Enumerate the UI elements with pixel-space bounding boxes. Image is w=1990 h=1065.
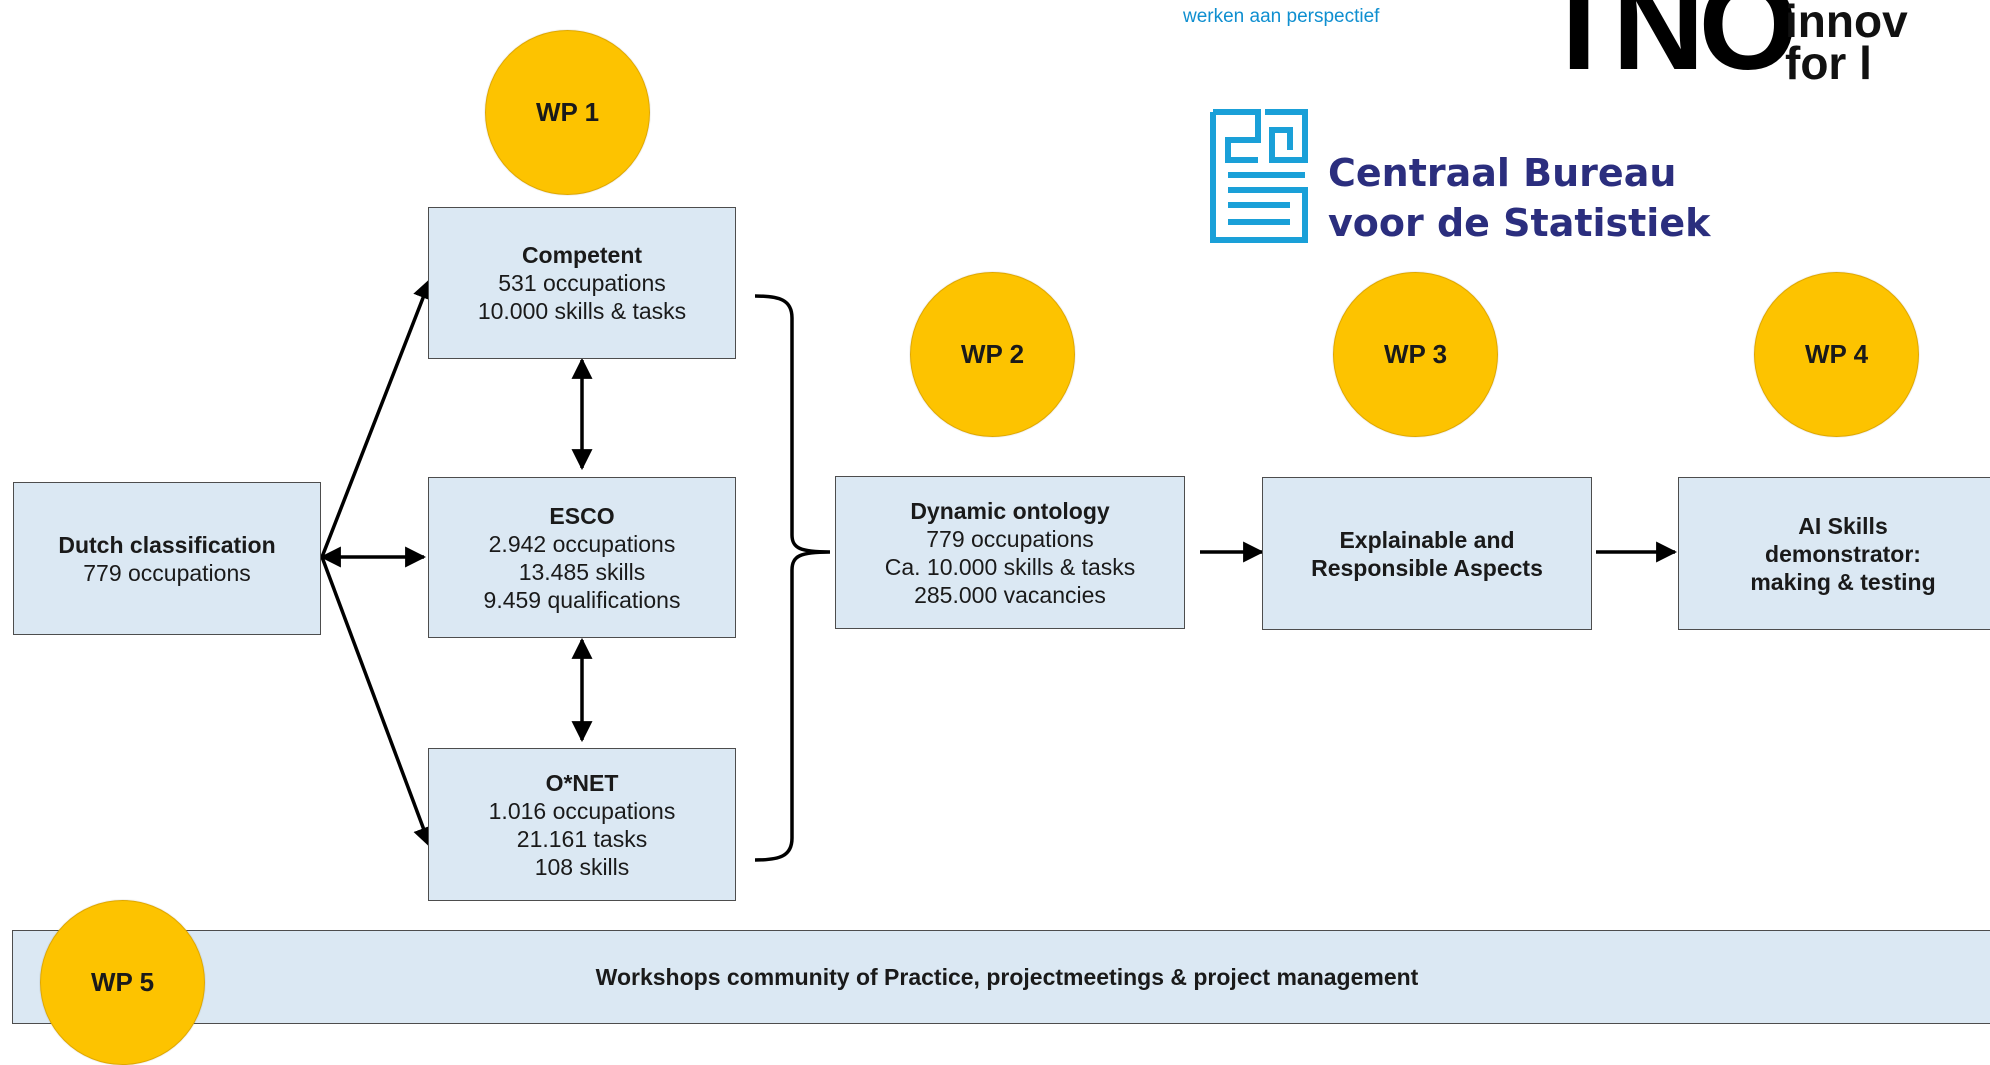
box-title: Dutch classification [58,531,276,558]
bracket [754,294,831,862]
box-ai-skills-demonstrator: AI Skills demonstrator: making & testing [1678,477,1990,630]
cbs-line-2: voor de Statistiek [1328,201,1711,245]
box-line: Responsible Aspects [1311,554,1543,581]
box-title: Dynamic ontology [910,497,1110,524]
box-line: Explainable and [1339,526,1515,553]
box-line: 779 occupations [83,559,251,586]
box-line: 9.459 qualifications [483,586,681,613]
connectors [319,278,1678,862]
arrow-dutch-competent [320,278,433,558]
box-line: 108 skills [534,853,630,880]
box-explainable-responsible: Explainable and Responsible Aspects [1262,477,1592,630]
box-line: 2.942 occupations [488,530,676,557]
cbs-line-1: Centraal Bureau [1328,151,1677,195]
cbs-logo-text: Centraal Bureau voor de Statistiek [1328,148,1710,248]
box-dynamic-ontology: Dynamic ontology 779 occupations Ca. 10.… [835,476,1185,629]
box-line: 13.485 skills [518,558,646,585]
wp4-circle: WP 4 [1754,272,1919,437]
box-title: ESCO [549,502,615,529]
box-title: O*NET [545,769,619,796]
box-workshops: Workshops community of Practice, project… [12,930,1990,1024]
arrow-dutch-onet [320,556,434,848]
box-line: demonstrator: [1765,540,1921,567]
box-line: 531 occupations [498,270,666,296]
tno-logo-text: innov for l [1785,0,1908,89]
box-line: 21.161 tasks [516,825,648,852]
box-line: 285.000 vacancies [914,581,1106,608]
box-line: making & testing [1750,568,1936,595]
wp5-circle: WP 5 [40,900,205,1065]
tno-logo: TNO [1540,0,1798,97]
box-line: 10.000 skills & tasks [477,298,687,324]
wp2-circle: WP 2 [910,272,1075,437]
box-line: Ca. 10.000 skills & tasks [884,553,1136,580]
box-onet: O*NET 1.016 occupations 21.161 tasks 108… [428,748,736,901]
box-line: 779 occupations [926,525,1094,552]
box-title: Competent [521,242,643,268]
wp1-circle: WP 1 [485,30,650,195]
tagline-text: werken aan perspectief [1183,6,1380,27]
box-line: 1.016 occupations [488,797,676,824]
box-dutch-classification: Dutch classification 779 occupations [13,482,321,635]
wp3-circle: WP 3 [1333,272,1498,437]
box-competent: Competent 531 occupations 10.000 skills … [428,207,736,359]
box-esco: ESCO 2.942 occupations 13.485 skills 9.4… [428,477,736,638]
box-line: AI Skills [1798,512,1888,539]
